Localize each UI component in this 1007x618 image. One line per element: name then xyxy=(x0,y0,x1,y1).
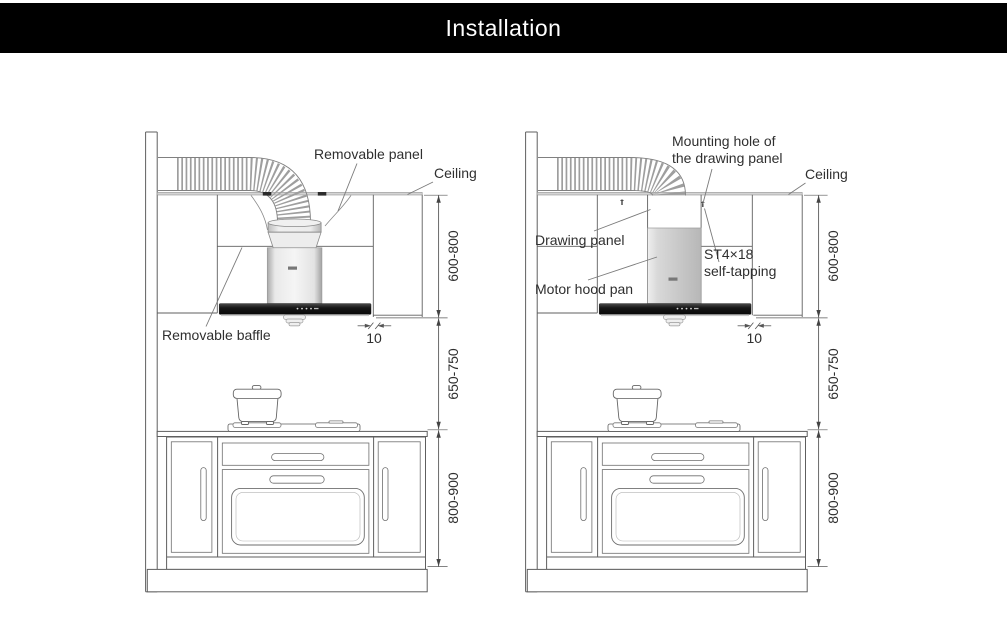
label-removable-baffle: Removable baffle xyxy=(162,327,271,343)
ceiling-mount-tabs xyxy=(262,192,327,196)
dim-600-800-left: 600-800 xyxy=(444,230,461,283)
title-bar: Installation xyxy=(0,3,1007,53)
dim-650-750-right: 650-750 xyxy=(824,348,841,400)
flex-duct-right xyxy=(538,157,686,198)
label-ceiling-right: Ceiling xyxy=(805,166,848,182)
hood-chimney xyxy=(266,247,323,304)
left-leader-lines xyxy=(205,163,434,327)
label-screw-spec-line2: self-tapping xyxy=(704,263,777,279)
brand-logo xyxy=(288,266,297,270)
label-removable-panel: Removable panel xyxy=(314,146,423,162)
right-diagram xyxy=(525,131,829,593)
dim-600-800-right: 600-800 xyxy=(824,230,841,283)
label-gap-right: 10 xyxy=(746,330,763,346)
label-mounting-hole: Mounting hole of the drawing panel xyxy=(672,133,783,167)
brand-logo xyxy=(668,277,678,281)
motor-hood-box xyxy=(647,227,702,304)
dim-800-900-right: 800-900 xyxy=(824,472,841,524)
label-screw-spec: ST4×18 self-tapping xyxy=(704,246,776,280)
right-leader-lines xyxy=(587,168,806,281)
label-mounting-hole-line1: Mounting hole of xyxy=(672,133,776,149)
left-diagram xyxy=(145,131,449,593)
dim-800-900-left: 800-900 xyxy=(444,472,461,524)
label-gap-left: 10 xyxy=(366,330,382,346)
page-title: Installation xyxy=(445,14,562,41)
label-screw-spec-line1: ST4×18 xyxy=(704,246,754,262)
label-ceiling-left: Ceiling xyxy=(434,165,477,181)
label-mounting-hole-line2: the drawing panel xyxy=(672,150,783,166)
dim-650-750-left: 650-750 xyxy=(444,348,461,400)
label-drawing-panel: Drawing panel xyxy=(535,232,625,248)
label-motor-hood-panel: Motor hood pan xyxy=(535,281,634,297)
flex-duct xyxy=(158,157,311,224)
duct-adapter xyxy=(267,218,322,249)
mounting-screws xyxy=(620,199,705,207)
